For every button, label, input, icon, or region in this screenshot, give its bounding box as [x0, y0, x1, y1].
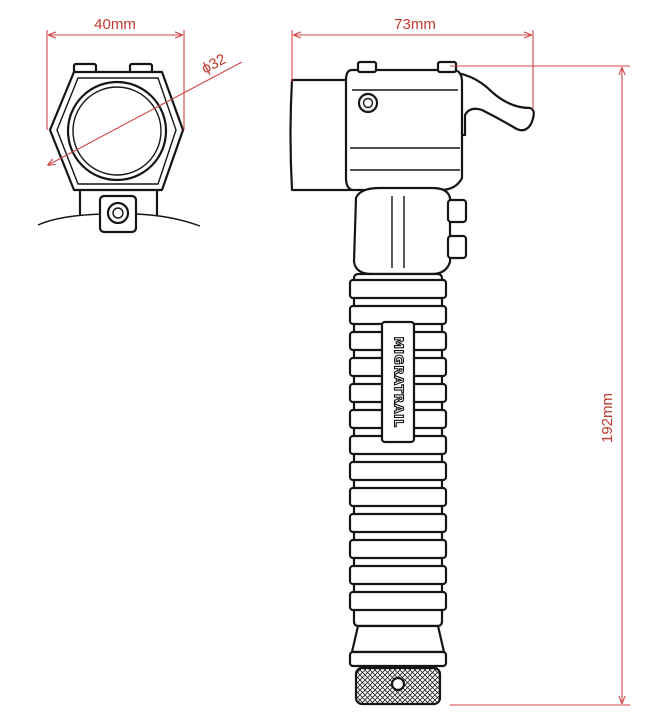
neck-button-1: [446, 198, 468, 224]
brand-panel: [380, 320, 416, 444]
clamp-width-label: 40mm: [94, 16, 136, 33]
end-cap-screw: [390, 676, 406, 692]
brand-label: MIGRATRAIL: [392, 336, 407, 427]
pipe-bore-outer: [66, 80, 168, 182]
dim-total-height: 192mm: [450, 65, 630, 706]
clamp-screw-outer: [357, 92, 379, 114]
clamp-hexagon: [48, 70, 185, 192]
dim-total-width: 73mm: [291, 16, 534, 108]
bar-curve: [37, 213, 201, 227]
clamp-stem: [78, 186, 159, 217]
dim-clamp-width: 40mm: [46, 16, 185, 130]
clamp-top-tab-1: [356, 60, 378, 74]
grip-neck: [352, 186, 452, 276]
clamp-bolt-block: [98, 194, 138, 234]
clamp-top-tab-2: [436, 60, 458, 74]
end-cap-ring: [348, 650, 448, 668]
brake-lever-arm: [438, 70, 535, 137]
total-width-label: 73mm: [394, 16, 436, 33]
clamp-bolt-inner: [112, 207, 124, 219]
pipe-bore-inner: [72, 86, 162, 176]
neck-button-2: [446, 234, 468, 260]
clamp-end-view: [37, 62, 201, 234]
end-cap-taper: [350, 624, 446, 654]
clamp-bolt-outer: [106, 201, 130, 225]
clamp-cylinder: [289, 78, 352, 192]
pipe-diameter-label: ϕ32: [199, 51, 229, 78]
clamp-block: [344, 68, 464, 192]
clamp-screw-inner: [362, 97, 374, 109]
total-height-label: 192mm: [599, 393, 616, 443]
grip-side-view: MIGRATRAIL: [289, 60, 535, 706]
neck-groove: [391, 196, 405, 268]
clamp-hexagon-inner: [56, 77, 177, 185]
